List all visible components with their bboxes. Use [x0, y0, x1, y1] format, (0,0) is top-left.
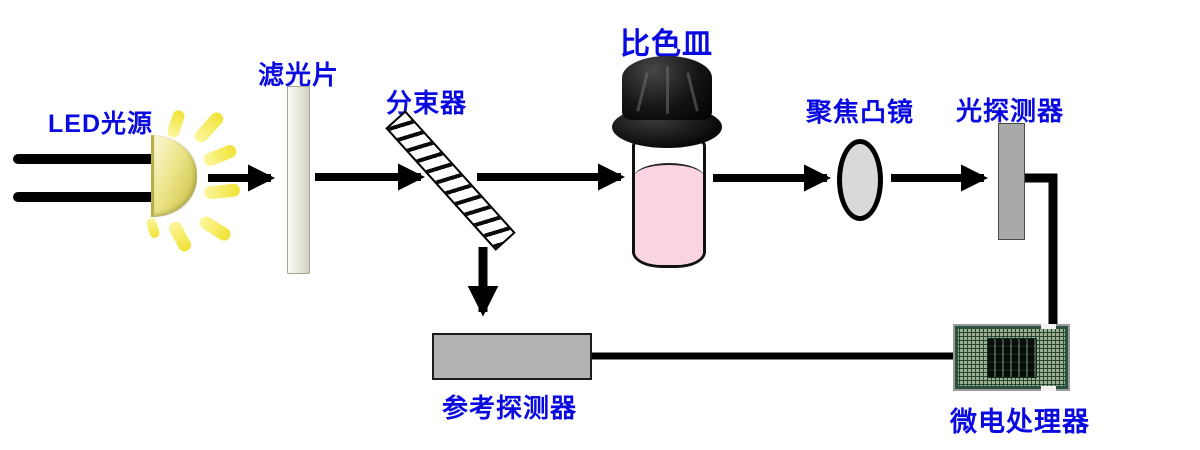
- label-focus-lens: 聚焦凸镜: [806, 97, 915, 127]
- label-reference-detector: 参考探测器: [442, 393, 578, 423]
- microprocessor-chip: [953, 324, 1070, 391]
- reference-detector-box: [432, 333, 592, 380]
- filter-plate: [287, 86, 310, 274]
- focus-lens: [837, 139, 883, 221]
- chip-die: [986, 337, 1037, 378]
- label-photo-detector: 光探测器: [956, 96, 1065, 126]
- label-filter: 滤光片: [258, 60, 340, 90]
- chip-notch: [1041, 386, 1056, 391]
- label-microprocessor: 微电处理器: [950, 407, 1090, 437]
- label-beam-splitter: 分束器: [386, 88, 468, 118]
- cap-rib: [666, 66, 669, 114]
- photo-detector-plate: [998, 123, 1025, 240]
- cuvette-body: [632, 140, 706, 268]
- label-led-source: LED光源: [48, 110, 154, 138]
- cuvette-liquid: [635, 163, 703, 265]
- label-cuvette: 比色皿: [620, 28, 713, 61]
- wire-detector-to-chip: [1025, 173, 1058, 324]
- chip-notch: [1041, 324, 1056, 329]
